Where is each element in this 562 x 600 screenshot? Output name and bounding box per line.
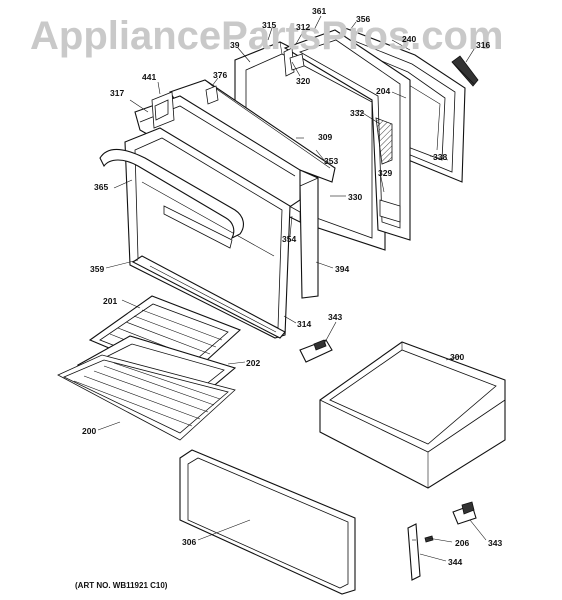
callout-343-upper: 343 [328, 312, 343, 322]
callout-204: 204 [376, 86, 391, 96]
callout-306: 306 [182, 537, 197, 547]
callout-300: 300 [450, 352, 465, 362]
oven-rack-part [57, 354, 236, 441]
callout-leader-lines [97, 15, 487, 562]
callout-206: 206 [455, 538, 470, 548]
drawer-front-panel-part [179, 449, 356, 595]
callout-359: 359 [90, 264, 105, 274]
callout-338: 338 [433, 152, 448, 162]
callout-361: 361 [312, 6, 327, 16]
callout-309: 309 [318, 132, 333, 142]
callout-317: 317 [110, 88, 125, 98]
callout-312: 312 [296, 22, 311, 32]
callout-39: 39 [230, 40, 240, 50]
callout-316: 316 [476, 40, 491, 50]
callout-354: 354 [282, 234, 297, 244]
callout-329: 329 [378, 168, 393, 178]
callout-330: 330 [348, 192, 363, 202]
drawer-slide-part [407, 501, 477, 581]
callout-200: 200 [82, 426, 97, 436]
callout-314: 314 [297, 319, 312, 329]
outer-door-panel-part [99, 127, 291, 339]
callout-332: 332 [350, 108, 365, 118]
callout-343-lower: 343 [488, 538, 503, 548]
callout-365: 365 [94, 182, 109, 192]
callout-441: 441 [142, 72, 157, 82]
storage-drawer-part [319, 341, 506, 489]
callout-202: 202 [246, 358, 261, 368]
door-top-trim-part [134, 91, 301, 213]
window-frame-part [283, 29, 411, 241]
callout-240: 240 [402, 34, 417, 44]
callout-394: 394 [335, 264, 350, 274]
callout-356: 356 [356, 14, 371, 24]
callout-376: 376 [213, 70, 228, 80]
art-number-label: (ART NO. WB11921 C10) [75, 581, 168, 590]
drawer-clip-part [299, 339, 333, 363]
callout-353: 353 [324, 156, 339, 166]
callout-315: 315 [262, 20, 277, 30]
door-gasket-part [451, 55, 479, 87]
callout-320: 320 [296, 76, 311, 86]
callout-344: 344 [448, 557, 463, 567]
door-bottom-trim-part [131, 255, 286, 339]
callout-201: 201 [103, 296, 118, 306]
